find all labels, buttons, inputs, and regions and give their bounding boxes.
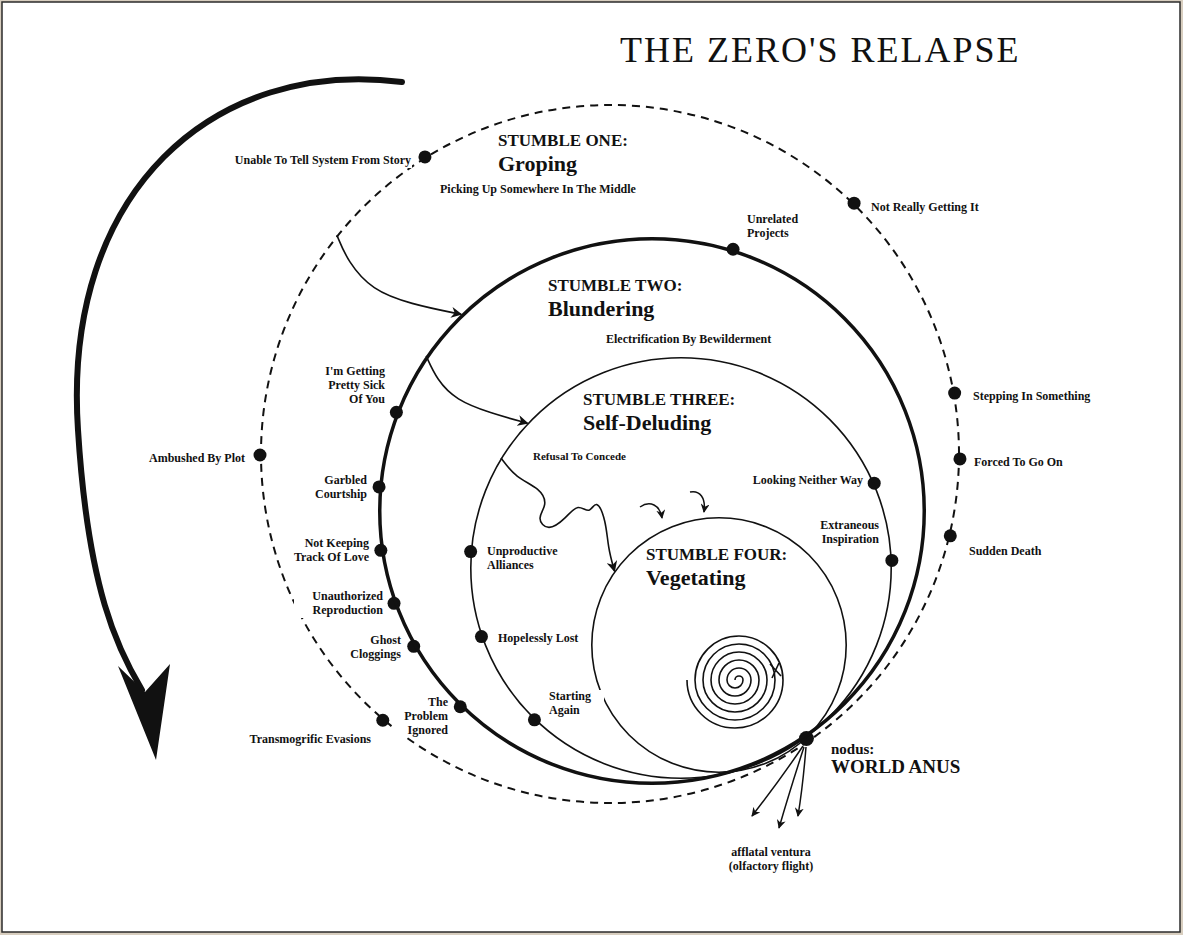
stage-label: Looking Neither Way — [752, 474, 864, 488]
stumble-heading: Vegetating — [646, 565, 745, 590]
relapse-arrow-head — [118, 664, 170, 760]
heading-holder: STUMBLE THREE: — [583, 390, 735, 410]
stage-label: Stepping In Something — [972, 390, 1091, 404]
small-curl-arrow — [640, 504, 662, 518]
flight-arrow — [752, 746, 803, 816]
flight-arrow — [798, 747, 806, 816]
label-holder: Stepping In Something — [972, 386, 1091, 404]
label-holder: Transmogrific Evasions — [249, 729, 372, 747]
stumble-outline — [380, 239, 925, 784]
stumble-heading: Blundering — [548, 296, 654, 321]
label-holder: Refusal To Concede — [532, 446, 627, 464]
stage-label: Hopelessly Lost — [497, 632, 579, 646]
stage-label: Unauthorized Reproduction — [294, 590, 384, 618]
stumble-heading: STUMBLE THREE: — [583, 390, 735, 410]
stage-label: WORLD ANUS — [830, 756, 961, 778]
heading-holder: Picking Up Somewhere In The Middle — [440, 183, 636, 197]
label-holder: WORLD ANUS — [830, 756, 961, 778]
stage-label: Starting Again — [548, 690, 604, 718]
stumble-circle: STUMBLE FOUR:Vegetating — [591, 517, 847, 773]
stage-label: The Problem Ignored — [395, 696, 449, 737]
stage-label: Forced To Go On — [973, 456, 1064, 470]
label-holder: Ambushed By Plot — [148, 448, 246, 466]
heading-holder: STUMBLE FOUR: — [646, 545, 787, 565]
label-holder: I'm Getting Pretty Sick Of You — [318, 365, 386, 407]
stage-label: Garbled Courtship — [308, 474, 368, 502]
stage-label: Unrelated Projects — [746, 213, 812, 241]
stage-label: I'm Getting Pretty Sick Of You — [318, 365, 386, 406]
label-holder: Forced To Go On — [973, 452, 1064, 470]
stumble-heading: Picking Up Somewhere In The Middle — [440, 183, 636, 197]
stumble-outline — [261, 105, 959, 803]
stumble-heading: Groping — [498, 151, 577, 176]
title-box: THE ZERO'S RELAPSE — [620, 30, 1021, 71]
label-holder: Starting Again — [548, 690, 604, 718]
stage-label: Unproductive Alliances — [486, 545, 578, 573]
stumble-circle: STUMBLE TWO:BlunderingElectrification By… — [378, 237, 926, 785]
label-holder: Unrelated Projects — [746, 213, 812, 241]
stumble-outline — [471, 358, 891, 778]
stage-dot — [944, 529, 957, 542]
small-curl-arrow — [690, 492, 704, 512]
label-holder: Sudden Death — [968, 541, 1042, 559]
heading-holder: Vegetating — [646, 565, 745, 590]
label-holder: Garbled Courtship — [308, 474, 368, 502]
stumble-heading: STUMBLE TWO: — [548, 276, 682, 296]
stage-label: Sudden Death — [968, 545, 1042, 559]
progress-arrow — [337, 235, 461, 314]
label-holder: Ghost Cloggings — [342, 634, 402, 662]
stumble-heading: STUMBLE ONE: — [498, 131, 628, 151]
heading-holder: Blundering — [548, 296, 654, 321]
stage-label: afflatal ventura (olfactory flight) — [716, 846, 826, 874]
label-holder: Looking Neither Way — [752, 470, 864, 488]
relapse-arrow — [77, 79, 402, 690]
stage-label: Refusal To Concede — [532, 450, 627, 463]
label-holder: Not Keeping Track Of Love — [286, 537, 370, 565]
heading-holder: STUMBLE TWO: — [548, 276, 682, 296]
stage-label: Unable To Tell System From Story — [234, 154, 412, 168]
stumble-outline — [592, 518, 846, 772]
spiral-mark — [770, 663, 781, 678]
label-holder: Hopelessly Lost — [497, 628, 579, 646]
label-holder: afflatal ventura (olfactory flight) — [716, 846, 826, 874]
stumble-heading: STUMBLE FOUR: — [646, 545, 787, 565]
label-holder: The Problem Ignored — [395, 696, 449, 738]
label-holder: Extraneous Inspiration — [814, 519, 880, 547]
flight-arrow — [779, 747, 804, 828]
progress-arrow — [426, 356, 527, 423]
stage-label: Transmogrific Evasions — [249, 733, 372, 747]
vegetating-spiral — [687, 636, 783, 728]
stumble-heading: Electrification By Bewilderment — [606, 333, 771, 347]
stage-label: Ambushed By Plot — [148, 452, 246, 466]
stage-label: Extraneous Inspiration — [814, 519, 880, 547]
stage-label: Ghost Cloggings — [342, 634, 402, 662]
diagram-title: THE ZERO'S RELAPSE — [620, 30, 1021, 71]
heading-holder: Electrification By Bewilderment — [606, 333, 771, 347]
label-holder: Unauthorized Reproduction — [294, 590, 384, 618]
label-holder: Unproductive Alliances — [486, 545, 578, 573]
stumble-heading: Self-Deluding — [583, 410, 711, 435]
heading-holder: STUMBLE ONE: — [498, 131, 628, 151]
stage-label: Not Really Getting It — [870, 201, 980, 215]
label-holder: Not Really Getting It — [870, 197, 980, 215]
heading-holder: Groping — [498, 151, 577, 176]
heading-holder: Self-Deluding — [583, 410, 711, 435]
stage-label: Not Keeping Track Of Love — [286, 537, 370, 565]
label-holder: Unable To Tell System From Story — [234, 150, 412, 168]
